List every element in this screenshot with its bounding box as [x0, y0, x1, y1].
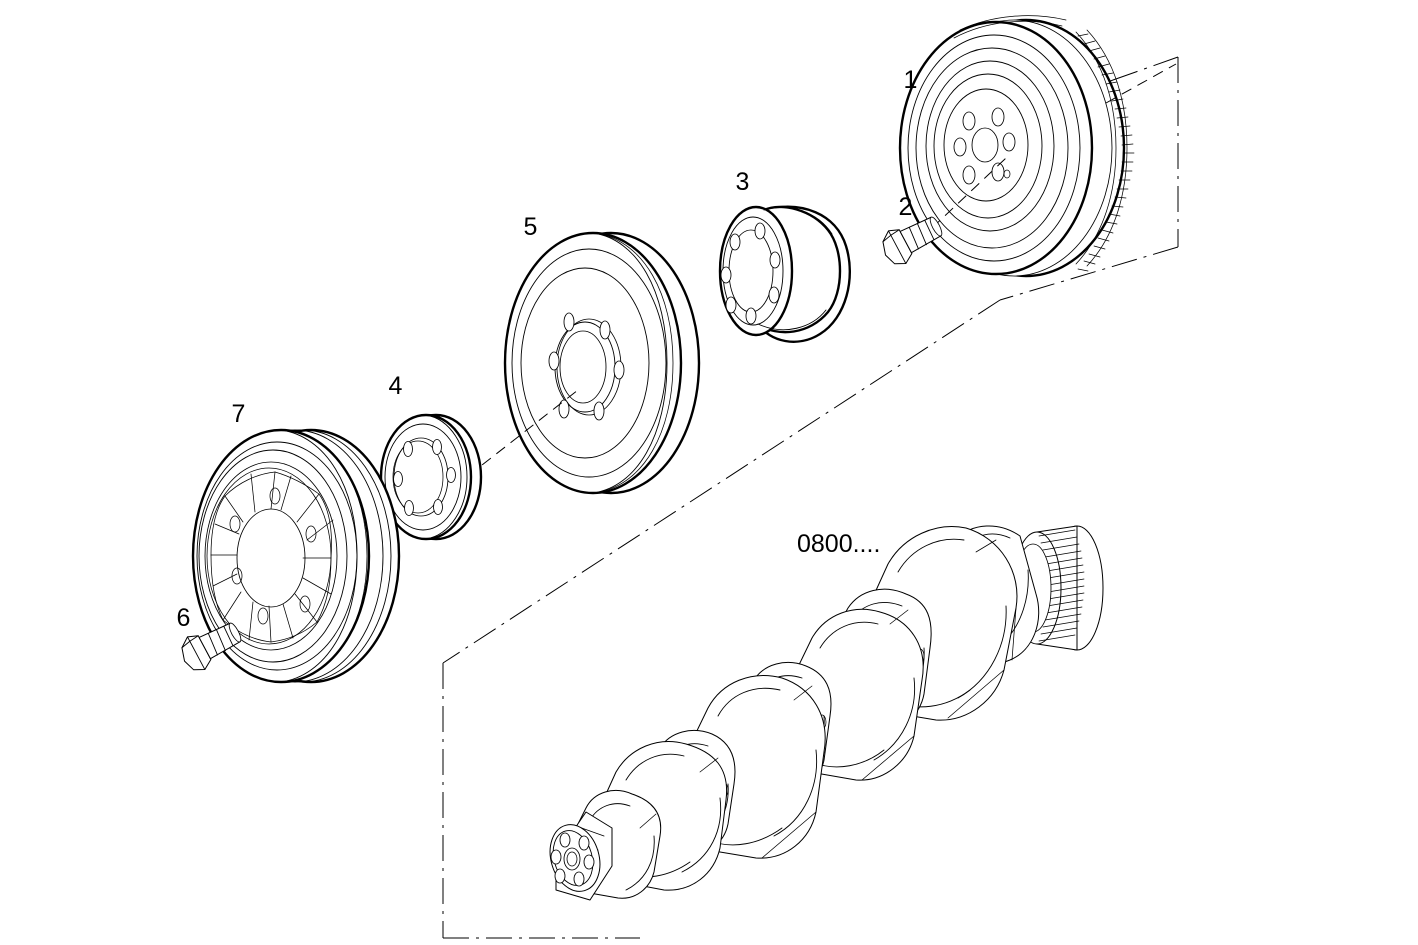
part-retainer-ring [379, 413, 483, 541]
leader-flywheel [1105, 63, 1177, 104]
retainer-bolt-holes [393, 439, 456, 516]
callout-1: 1 [904, 66, 919, 94]
callout-7: 7 [232, 400, 247, 428]
callout-3: 3 [736, 168, 751, 196]
callout-4: 4 [389, 372, 404, 400]
group-reference-label: 0800.... [797, 530, 880, 558]
part-v-belt-pulley [191, 428, 401, 684]
part-hub-spacer [718, 205, 851, 343]
damper-bolt-holes [548, 312, 625, 421]
part-pulley-bolt [181, 622, 242, 671]
callout-2: 2 [899, 193, 914, 221]
hub-bolt-holes [720, 222, 781, 325]
flywheel-bolt-hole-pattern [953, 107, 1016, 185]
leader-part4-to-part5 [467, 389, 579, 477]
pulley-spokes [210, 471, 334, 643]
part-flywheel [898, 15, 1135, 278]
crankshaft-front-nose [549, 811, 613, 901]
crank-flange-holes [550, 832, 595, 887]
part-flywheel-bolt [882, 216, 943, 265]
callout-6: 6 [177, 604, 192, 632]
part-crankshaft [549, 525, 1104, 901]
callout-numbers: 1 2 3 4 5 6 7 [177, 66, 919, 632]
part-damper-disc [503, 231, 701, 495]
callout-5: 5 [524, 213, 539, 241]
